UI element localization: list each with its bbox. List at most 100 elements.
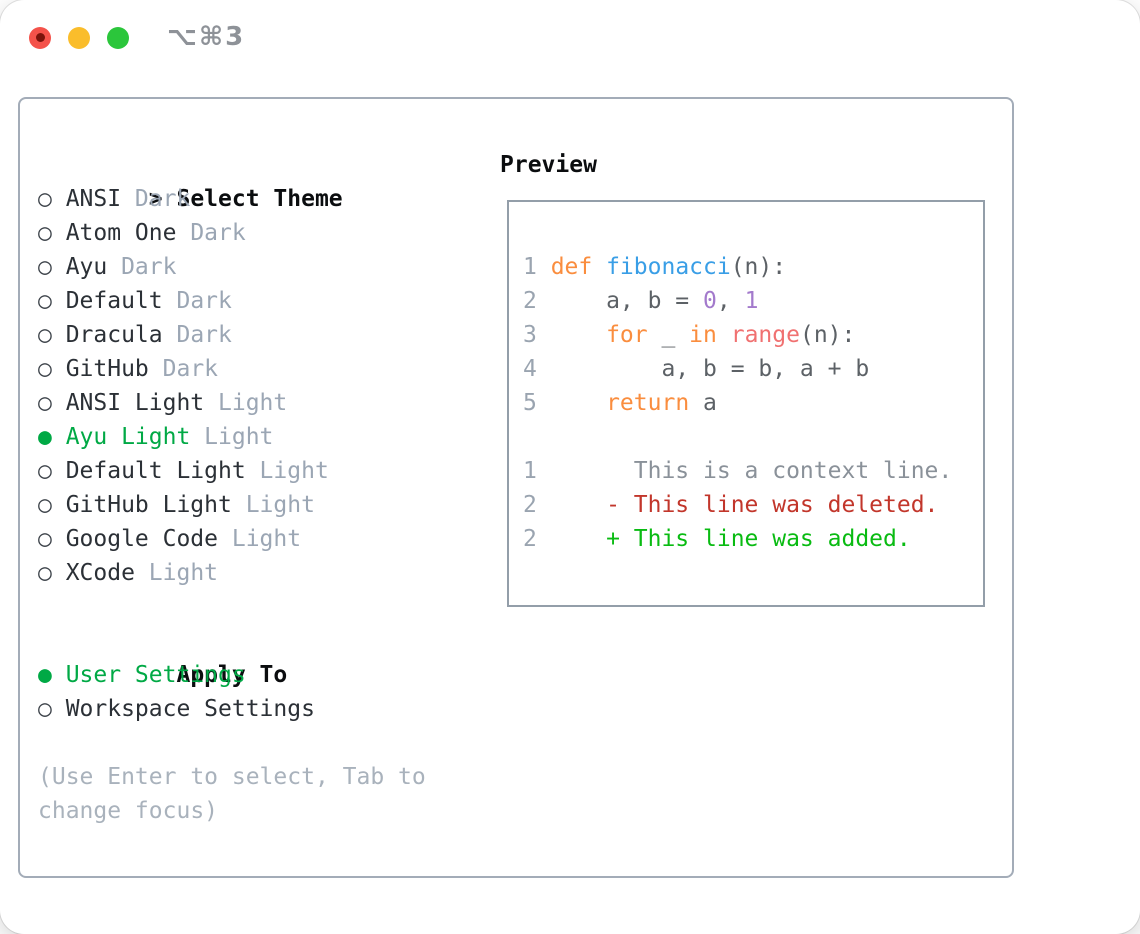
radio-unselected-icon: ○ xyxy=(38,186,52,212)
apply-option-user-settings[interactable]: ● User Settings xyxy=(38,658,426,692)
code-line xyxy=(523,420,983,454)
theme-name: Ayu xyxy=(65,254,108,280)
radio-unselected-icon: ○ xyxy=(38,526,52,552)
radio-unselected-icon: ○ xyxy=(38,322,52,348)
theme-variant: Dark xyxy=(162,322,232,348)
apply-to-header-row: Apply To xyxy=(38,624,426,688)
code-segment: (n): xyxy=(799,322,856,348)
radio-unselected-icon: ○ xyxy=(38,458,52,484)
theme-name: Atom One xyxy=(65,220,177,246)
code-line: 4 a, b = b, a + b xyxy=(523,352,983,386)
radio-unselected-icon: ○ xyxy=(38,356,52,382)
code-segment: - This line was deleted. xyxy=(550,492,939,518)
theme-variant: Light xyxy=(204,390,288,416)
theme-name: Default Light xyxy=(65,458,246,484)
theme-variant: Light xyxy=(190,424,274,450)
code-segment: a, b = b, a + b xyxy=(550,356,870,382)
radio-unselected-icon: ○ xyxy=(38,492,52,518)
code-segment xyxy=(551,322,606,348)
code-segment: def xyxy=(550,254,607,280)
apply-option-name: Workspace Settings xyxy=(65,696,315,722)
theme-variant: Light xyxy=(134,560,219,586)
spacer xyxy=(38,726,426,760)
theme-name: Google Code xyxy=(65,526,219,552)
spacer xyxy=(38,590,426,624)
code-segment: a xyxy=(689,390,717,416)
theme-name: Ayu Light xyxy=(65,424,191,450)
code-segment: return xyxy=(606,390,690,416)
apply-to-header: Apply To xyxy=(176,662,288,688)
code-line: 2 - This line was deleted. xyxy=(523,488,983,522)
maximize-button[interactable] xyxy=(107,26,129,49)
code-segment: in xyxy=(689,322,717,348)
code-segment: + This line was added. xyxy=(550,526,911,552)
apply-option-name: User Settings xyxy=(65,662,246,688)
theme-option-github[interactable]: ○ GitHub Dark xyxy=(38,352,426,386)
hint-line: change focus) xyxy=(38,798,219,824)
theme-name: ANSI Light xyxy=(65,390,205,416)
theme-option-ansi[interactable]: ○ ANSI Dark xyxy=(38,182,426,216)
code-segment xyxy=(717,322,731,348)
theme-variant: Dark xyxy=(148,356,219,382)
theme-option-default-light[interactable]: ○ Default Light Light xyxy=(38,454,426,488)
code-segment xyxy=(551,390,606,416)
theme-variant: Dark xyxy=(162,288,232,314)
theme-variant: Dark xyxy=(121,186,191,212)
theme-list: ○ ANSI Dark ○ Atom One Dark ○ Ayu Dark ○ Defaul… xyxy=(38,182,426,590)
select-theme-header-row: >Select Theme xyxy=(38,148,426,212)
radio-unselected-icon: ○ xyxy=(38,390,52,416)
theme-name: GitHub xyxy=(65,356,149,382)
theme-option-atom-one[interactable]: ○ Atom One Dark xyxy=(38,216,426,250)
theme-picker-panel: >Select Theme ○ ANSI Dark ○ Atom One Dark ○ A… xyxy=(18,97,1014,878)
theme-option-dracula[interactable]: ○ Dracula Dark xyxy=(38,318,426,352)
theme-variant: Dark xyxy=(176,220,246,246)
radio-unselected-icon: ○ xyxy=(38,560,52,586)
line-number: 1 xyxy=(523,458,537,484)
line-number: 4 xyxy=(523,356,537,382)
theme-option-default[interactable]: ○ Default Dark xyxy=(38,284,426,318)
radio-selected-icon: ● xyxy=(38,424,52,450)
radio-unselected-icon: ○ xyxy=(38,220,52,246)
selector-pane: >Select Theme ○ ANSI Dark ○ Atom One Dark ○ A… xyxy=(38,148,426,828)
preview-header: Preview xyxy=(500,152,597,178)
close-button[interactable] xyxy=(29,26,51,49)
line-number: 2 xyxy=(523,288,537,314)
code-segment: fibonacci xyxy=(606,254,731,280)
theme-name: Default xyxy=(65,288,163,314)
code-line: 5 return a xyxy=(523,386,983,420)
theme-option-xcode[interactable]: ○ XCode Light xyxy=(38,556,426,590)
radio-selected-icon: ● xyxy=(38,662,52,688)
radio-unselected-icon: ○ xyxy=(38,254,52,280)
theme-name: Dracula xyxy=(65,322,163,348)
line-number: 3 xyxy=(523,322,537,348)
code-line: 1 This is a context line. xyxy=(523,454,983,488)
code-line: 2 + This line was added. xyxy=(523,522,983,556)
theme-option-ayu-light[interactable]: ● Ayu Light Light xyxy=(38,420,426,454)
code-line: 3 for _ in range(n): xyxy=(523,318,983,352)
radio-unselected-icon: ○ xyxy=(38,696,52,722)
theme-variant: Light xyxy=(231,492,315,518)
theme-name: ANSI xyxy=(65,186,122,212)
code-segment: 1 xyxy=(744,288,759,314)
theme-option-ayu[interactable]: ○Ayu Dark xyxy=(38,250,426,284)
theme-option-github-light[interactable]: ○GitHub Light Light xyxy=(38,488,426,522)
minimize-button[interactable] xyxy=(68,26,90,49)
theme-option-ansi-light[interactable]: ○ ANSI Light Light xyxy=(38,386,426,420)
line-number: 5 xyxy=(523,390,537,416)
code-segment: for xyxy=(606,322,648,348)
theme-variant: Light xyxy=(245,458,329,484)
theme-option-google-code[interactable]: ○Google Code Light xyxy=(38,522,426,556)
apply-to-list: ● User Settings ○ Workspace Settings xyxy=(38,658,426,726)
code-segment: This is a context line. xyxy=(550,458,953,484)
theme-name: XCode xyxy=(65,560,135,586)
code-segment: a, b = xyxy=(550,288,704,314)
radio-unselected-icon: ○ xyxy=(38,288,52,314)
apply-option-workspace-settings[interactable]: ○ Workspace Settings xyxy=(38,692,426,726)
select-theme-header: Select Theme xyxy=(176,186,343,212)
